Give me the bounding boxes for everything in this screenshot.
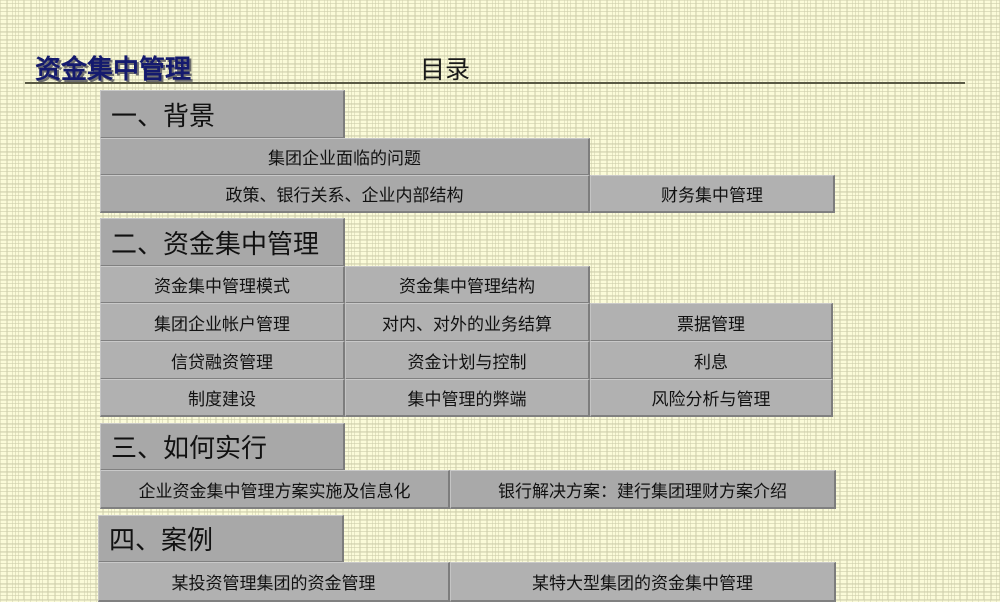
topic-label: 信贷融资管理: [171, 352, 273, 373]
topic-financial-centralization[interactable]: 财务集中管理: [590, 175, 835, 213]
section-heading-fund-centralization[interactable]: 二、资金集中管理: [100, 218, 345, 267]
topic-account-management[interactable]: 集团企业帐户管理: [100, 303, 345, 342]
topic-credit-financing[interactable]: 信贷融资管理: [100, 341, 345, 380]
topic-management-mode[interactable]: 资金集中管理模式: [100, 266, 345, 304]
section-heading-background[interactable]: 一、背景: [100, 90, 345, 139]
section-heading-implementation[interactable]: 三、如何实行: [100, 423, 345, 471]
section-heading-label: 四、案例: [109, 526, 214, 556]
topic-label: 集团企业帐户管理: [154, 314, 290, 335]
topic-management-structure[interactable]: 资金集中管理结构: [345, 266, 590, 304]
topic-fund-planning-control[interactable]: 资金计划与控制: [345, 341, 590, 380]
topic-policy-bank-structure[interactable]: 政策、银行关系、企业内部结构: [100, 175, 590, 213]
topic-label: 资金计划与控制: [407, 352, 527, 373]
topic-label: 制度建设: [188, 390, 256, 410]
topic-interest[interactable]: 利息: [590, 341, 833, 380]
topic-bank-solution[interactable]: 银行解决方案：建行集团理财方案介绍: [450, 470, 836, 509]
topic-label: 集中管理的弊端: [407, 390, 527, 410]
topic-label: 某投资管理集团的资金管理: [171, 574, 376, 594]
topic-bill-management[interactable]: 票据管理: [590, 303, 833, 342]
topic-label: 资金集中管理模式: [154, 277, 290, 297]
topic-label: 财务集中管理: [661, 186, 763, 206]
topic-case-large-group[interactable]: 某特大型集团的资金集中管理: [450, 562, 836, 602]
section-heading-label: 三、如何实行: [111, 434, 268, 464]
topic-label: 集团企业面临的问题: [268, 149, 421, 169]
topic-label: 某特大型集团的资金集中管理: [532, 574, 753, 594]
topic-label: 企业资金集中管理方案实施及信息化: [138, 481, 411, 502]
title-divider: [25, 82, 965, 84]
topic-label: 票据管理: [677, 314, 745, 335]
section-heading-cases[interactable]: 四、案例: [98, 515, 344, 563]
topic-group-problems[interactable]: 集团企业面临的问题: [100, 138, 590, 176]
topic-business-settlement[interactable]: 对内、对外的业务结算: [345, 303, 590, 342]
topic-system-building[interactable]: 制度建设: [100, 379, 345, 417]
topic-label: 对内、对外的业务结算: [382, 314, 552, 335]
topic-label: 资金集中管理结构: [399, 277, 535, 297]
topic-label: 利息: [694, 352, 728, 373]
section-heading-label: 一、背景: [111, 101, 216, 132]
topic-case-investment-group[interactable]: 某投资管理集团的资金管理: [98, 562, 450, 602]
topic-centralization-drawbacks[interactable]: 集中管理的弊端: [345, 379, 590, 417]
topic-label: 风险分析与管理: [651, 390, 771, 410]
topic-risk-analysis[interactable]: 风险分析与管理: [590, 379, 833, 417]
topic-label: 银行解决方案：建行集团理财方案介绍: [498, 481, 787, 502]
toc-heading: 目录: [420, 55, 471, 84]
topic-implementation-informatization[interactable]: 企业资金集中管理方案实施及信息化: [100, 470, 450, 509]
section-heading-label: 二、资金集中管理: [111, 229, 320, 260]
slide-title: 资金集中管理: [35, 55, 192, 85]
topic-label: 政策、银行关系、企业内部结构: [225, 186, 464, 206]
